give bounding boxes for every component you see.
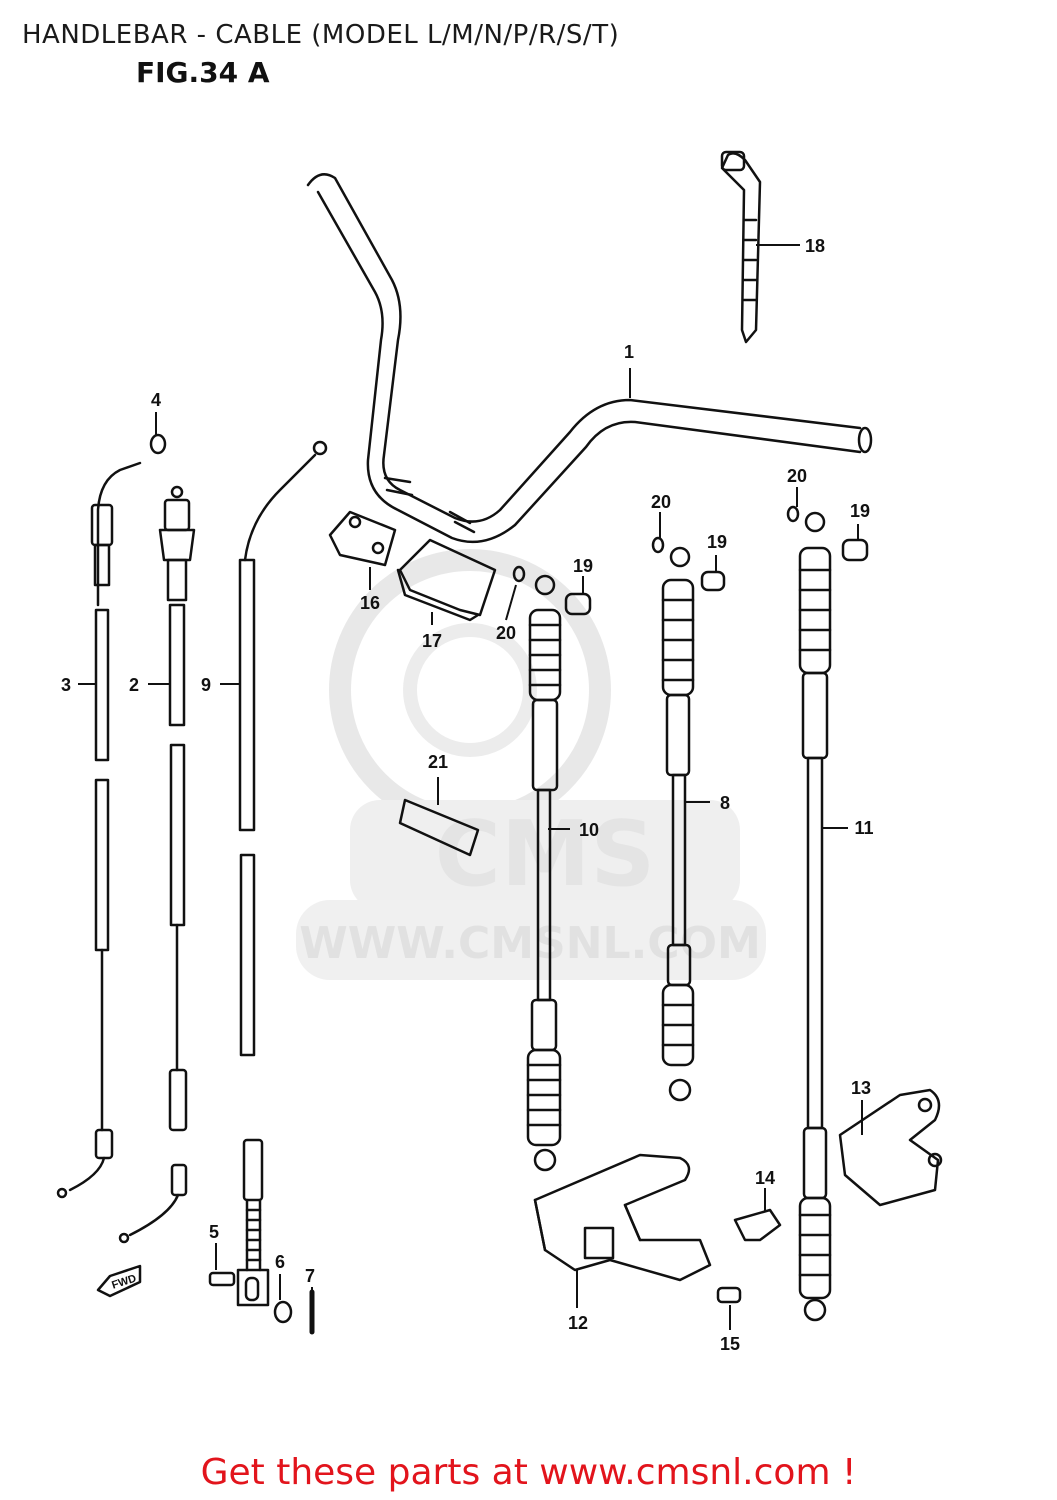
callout-11: 11 bbox=[854, 818, 873, 838]
cable-3 bbox=[56, 461, 142, 1199]
callout-8: 8 bbox=[720, 793, 730, 813]
bolt-19-c bbox=[841, 538, 869, 562]
bracket-13 bbox=[838, 1088, 943, 1207]
callout-1: 1 bbox=[624, 342, 634, 362]
callout-7: 7 bbox=[305, 1266, 315, 1286]
screw-15 bbox=[716, 1286, 742, 1304]
callout-20-b: 20 bbox=[651, 492, 671, 512]
callout-12: 12 bbox=[568, 1313, 588, 1333]
callout-20-a: 20 bbox=[496, 623, 516, 643]
callout-19-c: 19 bbox=[850, 501, 870, 521]
clamp-14 bbox=[733, 1208, 782, 1242]
callout-2: 2 bbox=[129, 675, 139, 695]
cta-link[interactable]: Get these parts at www.cmsnl.com ! bbox=[200, 1452, 857, 1493]
callout-13: 13 bbox=[851, 1078, 871, 1098]
cable-10 bbox=[526, 574, 562, 1172]
cable-8 bbox=[661, 546, 695, 1102]
callout-10: 10 bbox=[579, 820, 599, 840]
callout-21: 21 bbox=[428, 752, 448, 772]
washer-20-b bbox=[651, 536, 665, 554]
page-title: HANDLEBAR - CABLE (MODEL L/M/N/P/R/S/T) bbox=[22, 20, 620, 50]
callout-15: 15 bbox=[720, 1334, 740, 1354]
washer-20-c bbox=[786, 505, 800, 523]
callout-6: 6 bbox=[275, 1252, 285, 1272]
plate-16 bbox=[328, 510, 397, 567]
callout-14: 14 bbox=[755, 1168, 775, 1188]
callout-19-a: 19 bbox=[573, 556, 593, 576]
handlebar bbox=[306, 173, 873, 544]
bolt-19-b bbox=[700, 570, 726, 592]
cable-2 bbox=[118, 485, 196, 1244]
bolt-19-a bbox=[564, 592, 592, 616]
washer-4 bbox=[149, 433, 167, 455]
cable-11 bbox=[798, 511, 832, 1322]
callout-3: 3 bbox=[61, 675, 71, 695]
callout-19-b: 19 bbox=[707, 532, 727, 552]
watermark-url: WWW.CMSNL.COM bbox=[299, 918, 761, 969]
callout-4: 4 bbox=[151, 390, 161, 410]
callout-17: 17 bbox=[422, 631, 442, 651]
callout-5: 5 bbox=[209, 1222, 219, 1242]
washer-6 bbox=[273, 1300, 293, 1324]
washer-20-a bbox=[512, 565, 526, 583]
callout-18: 18 bbox=[805, 236, 825, 256]
callout-16: 16 bbox=[360, 593, 380, 613]
rubber-21 bbox=[398, 798, 480, 857]
cable-tie bbox=[720, 150, 762, 344]
cable-9 bbox=[236, 440, 328, 1307]
bracket-12 bbox=[533, 1153, 712, 1282]
callout-20-c: 20 bbox=[787, 466, 807, 486]
fwd-arrow bbox=[96, 1264, 142, 1298]
plate-17 bbox=[396, 538, 497, 622]
screw-5 bbox=[208, 1271, 236, 1287]
watermark-brand: CMS bbox=[435, 802, 655, 907]
figure-label: FIG.34 A bbox=[136, 56, 270, 89]
callout-9: 9 bbox=[201, 675, 211, 695]
